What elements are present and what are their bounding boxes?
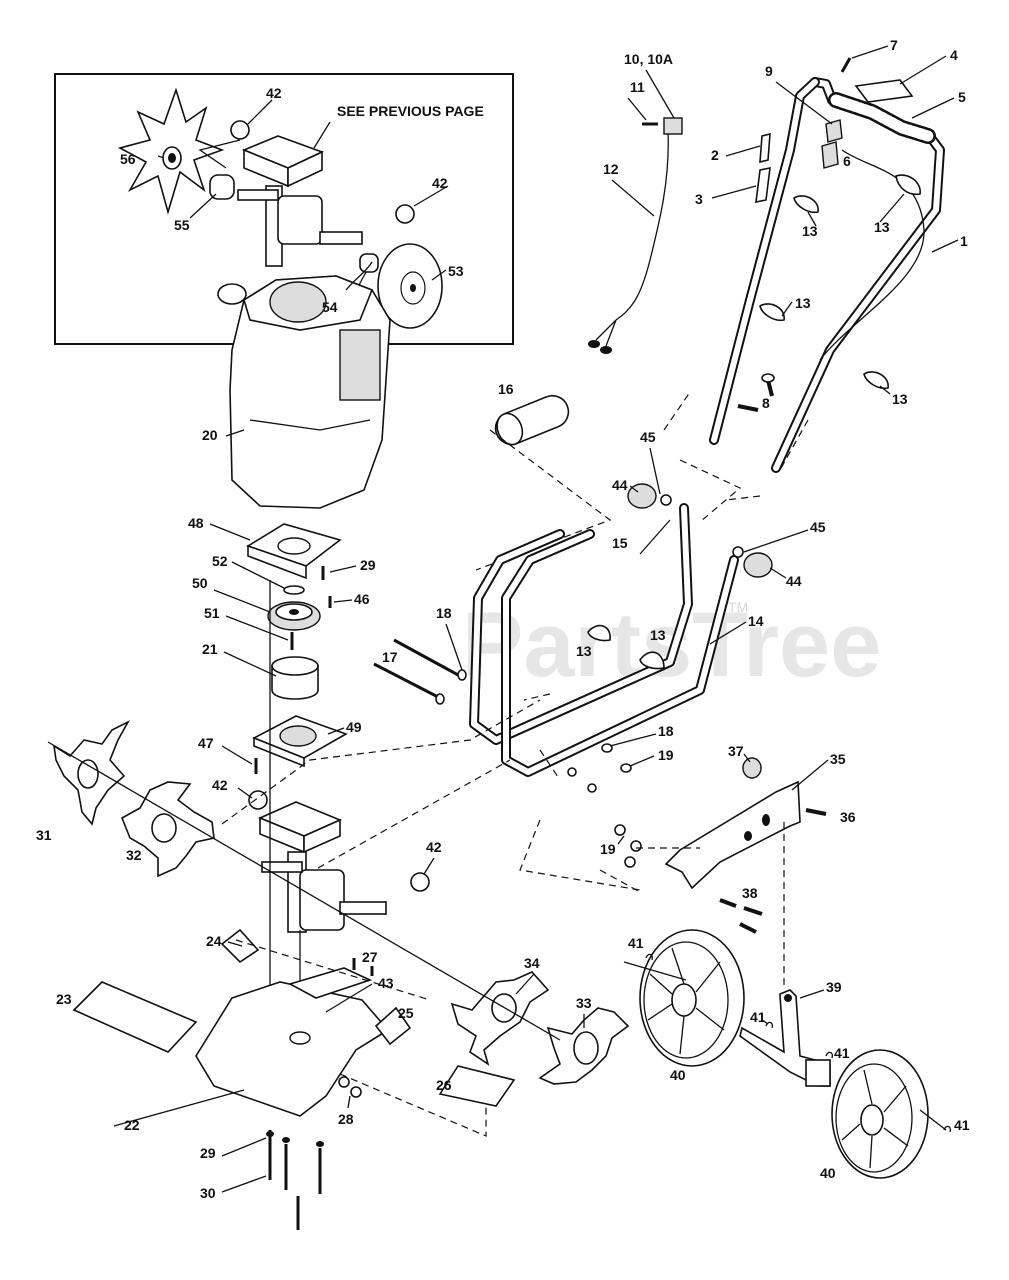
label-51: 51 [204,605,220,621]
depth-stake-assembly [599,757,827,990]
label-53: 53 [448,263,464,279]
label-41-b: 41 [750,1009,766,1025]
label-21: 21 [202,641,218,657]
label-18-a: 18 [436,605,452,621]
label-28: 28 [338,1111,354,1127]
inset-wheel-part [377,243,443,329]
label-12: 12 [603,161,619,177]
label-13-a: 13 [802,223,818,239]
transmission-part [248,790,430,933]
label-13-d: 13 [892,391,908,407]
label-32: 32 [126,847,142,863]
label-41-a: 41 [628,935,644,951]
wheel-40-right-part [831,1049,929,1179]
mounting-plate-part [246,523,342,580]
adapter-part [252,715,348,768]
label-41-c: 41 [834,1045,850,1061]
decal-23-part [72,981,198,1053]
label-4: 4 [950,47,958,63]
label-42-a: 42 [212,777,228,793]
label-40-a: 40 [670,1067,686,1083]
label-42-b: 42 [426,839,442,855]
label-24: 24 [206,933,222,949]
label-56: 56 [120,151,136,167]
inset-panel: SEE PREVIOUS PAGE [54,73,514,345]
label-37: 37 [728,743,744,759]
frame-assembly [373,394,773,793]
wheel-40-left-part [639,929,745,1067]
tine-31-part [52,720,130,826]
label-5: 5 [958,89,966,105]
label-42-c: 42 [266,85,282,101]
label-35: 35 [830,751,846,767]
label-6: 6 [843,153,851,169]
label-15: 15 [612,535,628,551]
handle-assembly [588,57,945,523]
label-7: 7 [890,37,898,53]
label-18-b: 18 [658,723,674,739]
label-39: 39 [826,979,842,995]
label-14: 14 [748,613,764,629]
label-23: 23 [56,991,72,1007]
label-2: 2 [711,147,719,163]
label-36: 36 [840,809,856,825]
label-45-b: 45 [810,519,826,535]
label-44-a: 44 [612,477,628,493]
label-19-a: 19 [658,747,674,763]
label-30: 30 [200,1185,216,1201]
label-38: 38 [742,885,758,901]
label-46: 46 [354,591,370,607]
label-50: 50 [192,575,208,591]
label-20: 20 [202,427,218,443]
label-13-c: 13 [795,295,811,311]
watermark-trademark: TM [728,599,748,615]
label-52: 52 [212,553,228,569]
clutch-drum-part [271,656,319,700]
inset-gearbox-part [237,135,363,267]
label-42-d: 42 [432,175,448,191]
label-9: 9 [765,63,773,79]
cap-part [230,120,250,140]
label-44-b: 44 [786,573,802,589]
label-31: 31 [36,827,52,843]
label-47: 47 [198,735,214,751]
label-13-e: 13 [576,643,592,659]
engine-part [217,261,391,509]
label-27: 27 [362,949,378,965]
label-33: 33 [576,995,592,1011]
label-1: 1 [960,233,968,249]
label-55: 55 [174,217,190,233]
label-49: 49 [346,719,362,735]
label-54: 54 [322,299,338,315]
label-11: 11 [630,79,645,95]
label-34: 34 [524,955,540,971]
label-19-b: 19 [600,841,616,857]
tine-33-part [538,1007,630,1085]
label-22: 22 [124,1117,140,1133]
label-26: 26 [436,1077,452,1093]
label-3: 3 [695,191,703,207]
axle-bracket-part [739,989,831,1087]
shield-part [195,967,390,1117]
label-40-b: 40 [820,1165,836,1181]
label-25: 25 [398,1005,414,1021]
bushing-part [209,174,235,200]
label-8: 8 [762,395,770,411]
label-48: 48 [188,515,204,531]
label-10: 10, 10A [624,51,673,67]
clutch-part [267,601,321,631]
label-17: 17 [382,649,398,665]
label-43: 43 [378,975,394,991]
inset-note: SEE PREVIOUS PAGE [337,103,484,119]
label-29-b: 29 [200,1145,216,1161]
label-41-d: 41 [954,1117,970,1133]
label-16: 16 [498,381,514,397]
label-13-b: 13 [874,219,890,235]
label-13-f: 13 [650,627,666,643]
label-29-a: 29 [360,557,376,573]
label-45-a: 45 [640,429,656,445]
wing-nut-part [742,757,762,779]
